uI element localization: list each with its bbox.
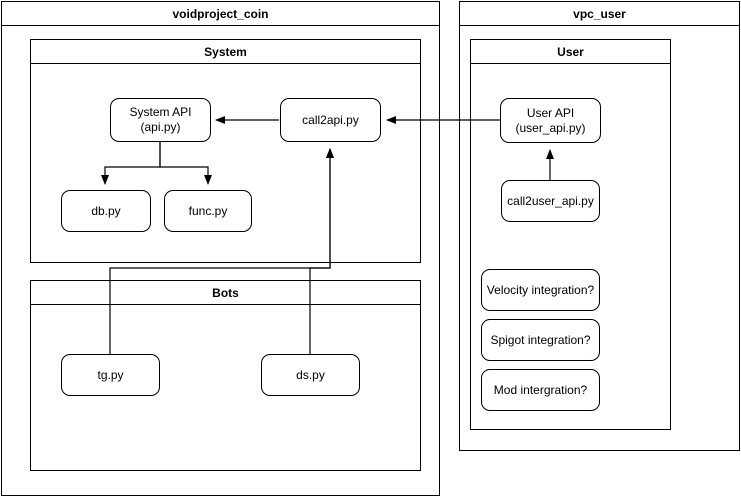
lane-user[interactable]: User — [470, 39, 671, 430]
node-call2user-api[interactable]: call2user_api.py — [501, 180, 600, 222]
node-velocity-integration[interactable]: Velocity integration? — [481, 269, 600, 311]
pool-voidproject-coin[interactable]: voidproject_coin — [1, 1, 440, 496]
lane-title-system: System — [31, 40, 420, 64]
node-spigot-integration[interactable]: Spigot integration? — [481, 319, 600, 361]
pool-vpc-user[interactable]: vpc_user — [459, 1, 740, 451]
node-db[interactable]: db.py — [61, 190, 151, 232]
node-call2api[interactable]: call2api.py — [280, 98, 381, 142]
node-func[interactable]: func.py — [164, 190, 252, 232]
lane-title-bots: Bots — [31, 281, 420, 305]
pool-title-voidproject-coin: voidproject_coin — [2, 2, 439, 26]
pool-title-vpc-user: vpc_user — [460, 2, 739, 26]
node-system-api[interactable]: System API (api.py) — [110, 98, 211, 142]
node-ds[interactable]: ds.py — [261, 354, 360, 396]
node-user-api[interactable]: User API (user_api.py) — [500, 98, 601, 143]
node-tg[interactable]: tg.py — [61, 354, 160, 396]
node-mod-integration[interactable]: Mod intergration? — [481, 369, 600, 411]
lane-title-user: User — [471, 40, 670, 64]
